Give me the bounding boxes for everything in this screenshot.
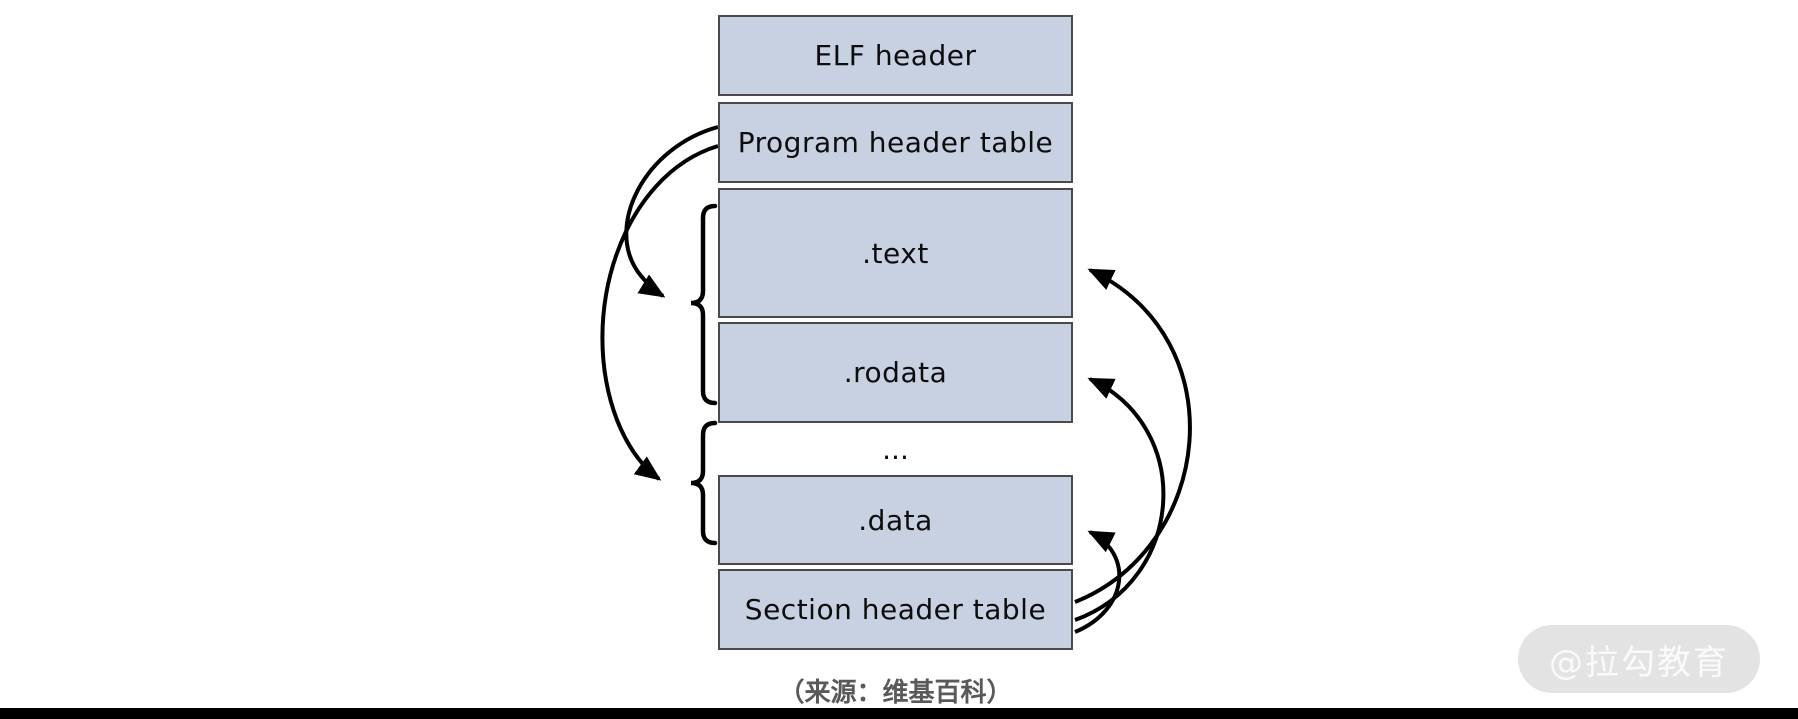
arrow-section-header-to-text [1074, 268, 1192, 604]
arrow-section-header-to-rodata [1074, 377, 1166, 622]
arrow-program-header-to-segment1 [624, 125, 719, 298]
arrow-program-header-to-segment2 [600, 144, 719, 481]
segment2-brace [690, 420, 718, 546]
bottom-black-bar [0, 708, 1798, 719]
segment1-brace [690, 203, 718, 406]
box-rodata-section: .rodata [718, 322, 1073, 423]
box-data-section: .data [718, 475, 1073, 565]
ellipsis-label: ... [882, 432, 909, 466]
box-elf-header: ELF header [718, 15, 1073, 96]
watermark-badge: @拉勾教育 [1518, 625, 1760, 693]
box-text-section: .text [718, 188, 1073, 318]
arrow-section-header-to-data [1074, 530, 1122, 634]
box-program-header-table: Program header table [718, 102, 1073, 183]
source-caption: （来源：维基百科） [778, 678, 1013, 708]
box-section-header-table: Section header table [718, 569, 1073, 650]
